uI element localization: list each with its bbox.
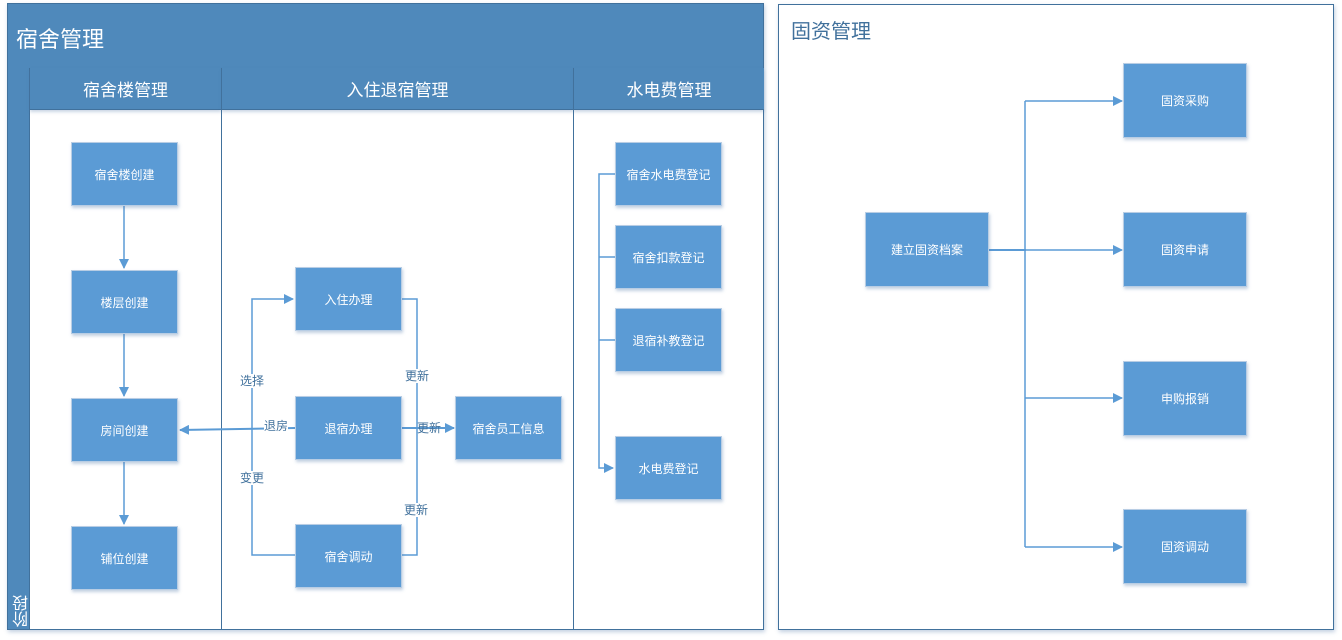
step-dorm-deduction-register[interactable]: 宿舍扣款登记 (615, 225, 722, 289)
step-bed-create[interactable]: 铺位创建 (71, 526, 178, 590)
step-checkout-supplement-register[interactable]: 退宿补教登记 (615, 308, 722, 372)
step-room-create[interactable]: 房间创建 (71, 398, 178, 462)
step-checkout[interactable]: 退宿办理 (295, 396, 402, 460)
asset-reimburse-box[interactable]: 申购报销 (1123, 361, 1247, 436)
step-dorm-utility-register[interactable]: 宿舍水电费登记 (615, 142, 722, 206)
lane-divider (573, 68, 574, 629)
lane-header-checkin: 入住退宿管理 (222, 68, 573, 110)
lane-divider (221, 68, 222, 629)
step-checkin[interactable]: 入住办理 (295, 267, 402, 331)
panel-title: 固资管理 (791, 19, 871, 43)
assets-panel: 固资管理 (778, 4, 1334, 630)
step-transfer[interactable]: 宿舍调动 (295, 524, 402, 588)
edge-label-checkout: 退房 (264, 419, 289, 433)
edge-label-update: 更新 (417, 421, 442, 435)
edge-label-change: 变更 (240, 471, 265, 485)
step-building-create[interactable]: 宿舍楼创建 (71, 142, 178, 206)
staff-info-box[interactable]: 宿舍员工信息 (455, 396, 562, 460)
step-floor-create[interactable]: 楼层创建 (71, 270, 178, 334)
stage-bar: 阶段 (8, 68, 31, 629)
edge-label-select: 选择 (240, 374, 265, 388)
asset-apply-box[interactable]: 固资申请 (1123, 212, 1247, 287)
asset-source-box[interactable]: 建立固资档案 (865, 212, 989, 287)
edge-label-update: 更新 (405, 369, 430, 383)
asset-transfer-box[interactable]: 固资调动 (1123, 509, 1247, 584)
pool-header: 宿舍管理 (8, 4, 763, 69)
edge-label-update: 更新 (404, 503, 429, 517)
pool-title: 宿舍管理 (16, 28, 105, 53)
stage-label: 阶段 (12, 595, 31, 627)
asset-purchase-box[interactable]: 固资采购 (1123, 63, 1247, 138)
lane-header-building: 宿舍楼管理 (30, 68, 221, 110)
step-utility-register[interactable]: 水电费登记 (615, 436, 722, 500)
lane-header-utility: 水电费管理 (574, 68, 764, 110)
